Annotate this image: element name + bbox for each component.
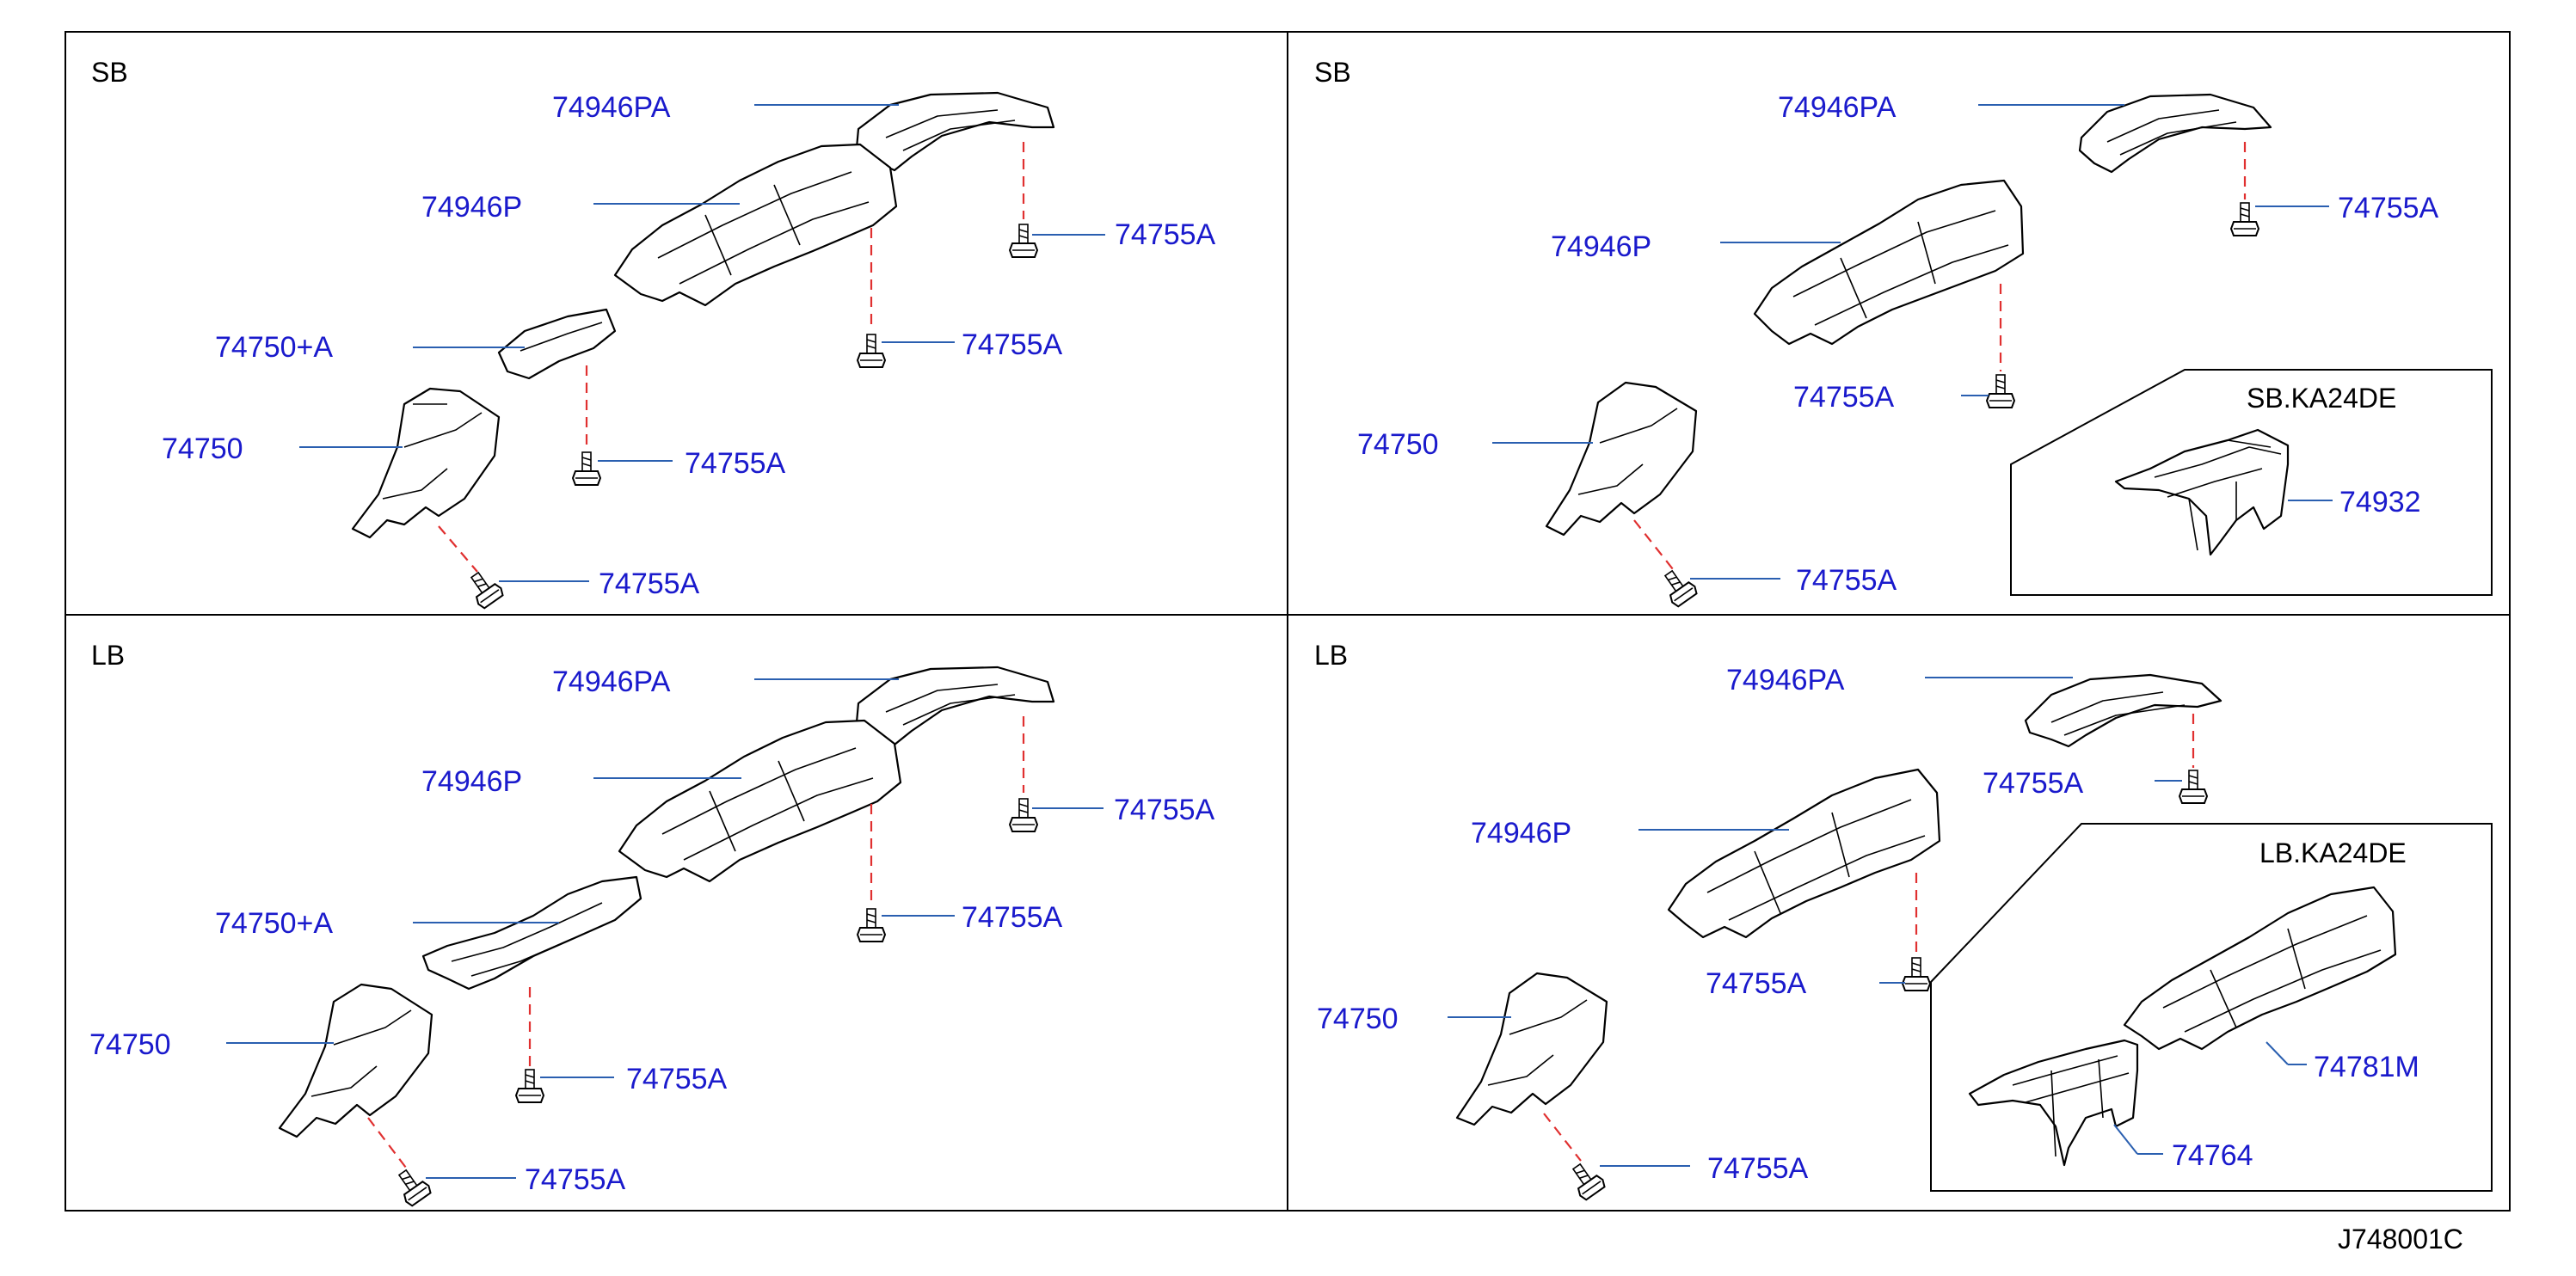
part-number-label: 74932 [2339,486,2421,518]
part-number-label: 74755A [2338,192,2439,224]
heat-insulator-rear [1455,972,1608,1126]
inset-sb-ka24de: SB.KA24DE 74932 [2010,369,2493,596]
part-number-label: 74755A [1983,767,2084,800]
part-number-label: 74755A [1793,381,1895,414]
heat-insulator-rear [1545,381,1698,537]
part-number-label: 74946PA [1778,91,1897,124]
heat-insulator-center-a [497,308,617,380]
inset-title: LB.KA24DE [2259,837,2407,868]
part-number-label: 74755A [962,901,1063,934]
part-number-label: 74946P [1471,817,1571,850]
part-number-label: 74755A [685,447,786,480]
part-number-label: 74755A [626,1063,728,1095]
part-number-label: 74764 [2172,1139,2253,1172]
section-label: LB [91,640,125,671]
heat-insulator-center-a [421,875,642,991]
part-number-label: 74755A [1707,1152,1809,1185]
heat-insulator-rear [351,387,501,539]
heat-insulator-center-p [1667,768,1941,939]
part-number-label: 74755A [599,567,700,600]
panel-sb-left: SB 74946PA 74946P 74755A [91,57,1216,610]
heat-insulator-ka24de [2114,428,2290,556]
part-number-label: 74750 [162,432,243,465]
part-number-label: 74750+A [215,331,333,364]
section-label: LB [1314,640,1348,671]
inset-title: SB.KA24DE [2247,383,2396,414]
part-number-label: 74755A [525,1163,626,1196]
part-number-label: 74946P [421,191,522,224]
part-number-label: 74946P [421,765,522,798]
section-label: SB [91,57,128,88]
heat-insulator-rear [278,983,433,1138]
panel-lb-left: LB 74946PA 74946P 74755A [89,640,1215,1207]
part-number-label: 74781M [2314,1051,2419,1083]
panel-lb-right: LB 74946PA 74755A 74946P 74755A 74750 74… [1314,640,2493,1201]
heat-insulator-center-p [613,143,898,307]
part-number-label: 74755A [962,328,1063,361]
heat-insulator-front-pa [2078,93,2272,174]
part-number-label: 74750 [1317,1003,1399,1035]
heat-insulator-center-p [1753,179,2025,346]
heat-insulator-front-pa [2024,673,2222,748]
heat-insulator-center-p [618,719,902,883]
part-number-label: 74946PA [552,91,671,124]
section-label: SB [1314,57,1351,88]
part-number-label: 74755A [1706,967,1807,1000]
part-number-label: 74946PA [552,666,671,698]
diagram-code: J748001C [2338,1224,2463,1255]
part-number-label: 74946P [1551,230,1651,263]
part-number-label: 74755A [1114,794,1215,826]
part-number-label: 74750 [1357,428,1439,461]
part-number-label: 74750 [89,1028,171,1061]
inset-lb-ka24de: LB.KA24DE 74781M 74764 [1930,823,2493,1192]
part-number-label: 74755A [1796,564,1897,597]
panel-sb-right: SB 74946PA 74755A 74946P 74755A 74750 74… [1314,57,2493,608]
part-number-label: 74755A [1115,218,1216,251]
heat-insulator-ka24de-upper [2123,886,2397,1051]
part-number-label: 74946PA [1726,664,1845,696]
part-number-label: 74750+A [215,907,333,940]
